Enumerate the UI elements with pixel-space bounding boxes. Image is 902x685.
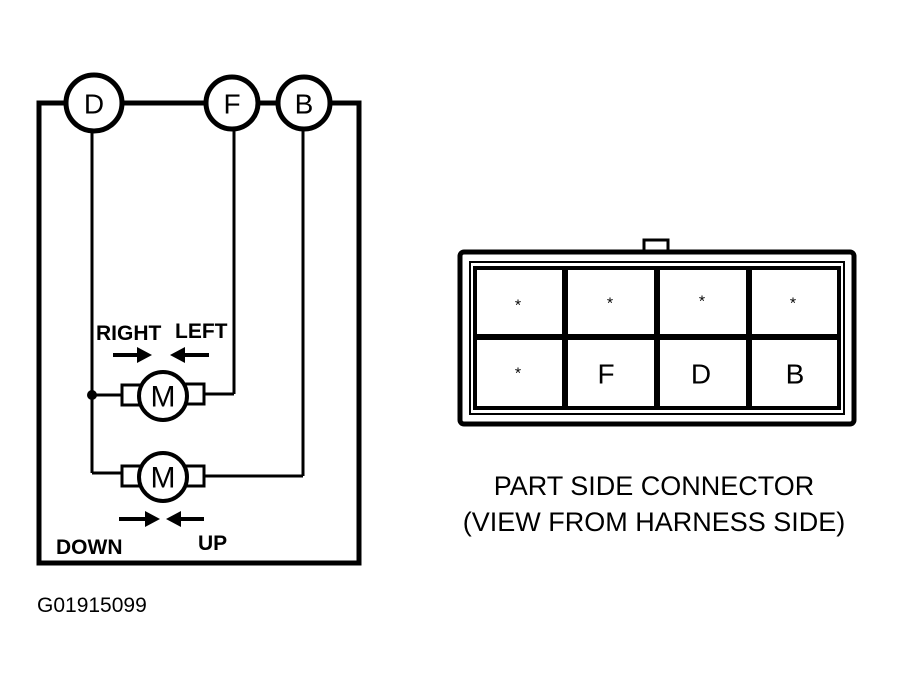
terminal-b-label: B: [295, 89, 314, 120]
cavity-r1c4: *: [790, 296, 796, 313]
arrow-up-icon: [166, 511, 204, 527]
cavity-r1c3: *: [699, 294, 705, 311]
connector-caption-line2: (VIEW FROM HARNESS SIDE): [463, 507, 846, 537]
outer-loop-wire: [36, 100, 362, 566]
cavity-r1c1: *: [515, 298, 521, 315]
connector-diagram: * * * * * F D B PART SIDE CONNECTOR (VIE…: [457, 238, 857, 537]
connector-cells: [473, 266, 841, 410]
motor-vertical-label: M: [151, 462, 176, 495]
motor-horizontal-label: M: [151, 381, 176, 414]
label-right: RIGHT: [96, 322, 162, 345]
connector-caption-line1: PART SIDE CONNECTOR: [494, 471, 815, 501]
terminal-d: D: [63, 72, 125, 134]
junction-dot: [87, 390, 97, 400]
cavity-r2c1: *: [515, 366, 521, 383]
terminal-f-label: F: [223, 89, 240, 120]
terminal-d-label: D: [84, 89, 104, 120]
terminal-b: B: [275, 74, 333, 132]
arrow-right-icon: [113, 347, 152, 363]
cavity-r1c2: *: [607, 296, 613, 313]
terminal-f: F: [203, 74, 261, 132]
label-down: DOWN: [56, 536, 123, 559]
cavity-r2c2: F: [597, 359, 614, 390]
arrow-down-icon: [119, 511, 160, 527]
motor-horizontal: M: [120, 370, 206, 422]
figure-code: G01915099: [37, 594, 147, 617]
cavity-r2c4: B: [786, 359, 805, 390]
label-up: UP: [198, 532, 227, 555]
cavity-r2c3: D: [691, 359, 711, 390]
label-left: LEFT: [175, 320, 228, 343]
connector-inner-outline: [469, 261, 845, 415]
schematic: D F B M M RIGHT LEFT DOWN UP: [36, 72, 362, 617]
motor-vertical: M: [120, 451, 206, 503]
arrow-left-icon: [170, 347, 209, 363]
